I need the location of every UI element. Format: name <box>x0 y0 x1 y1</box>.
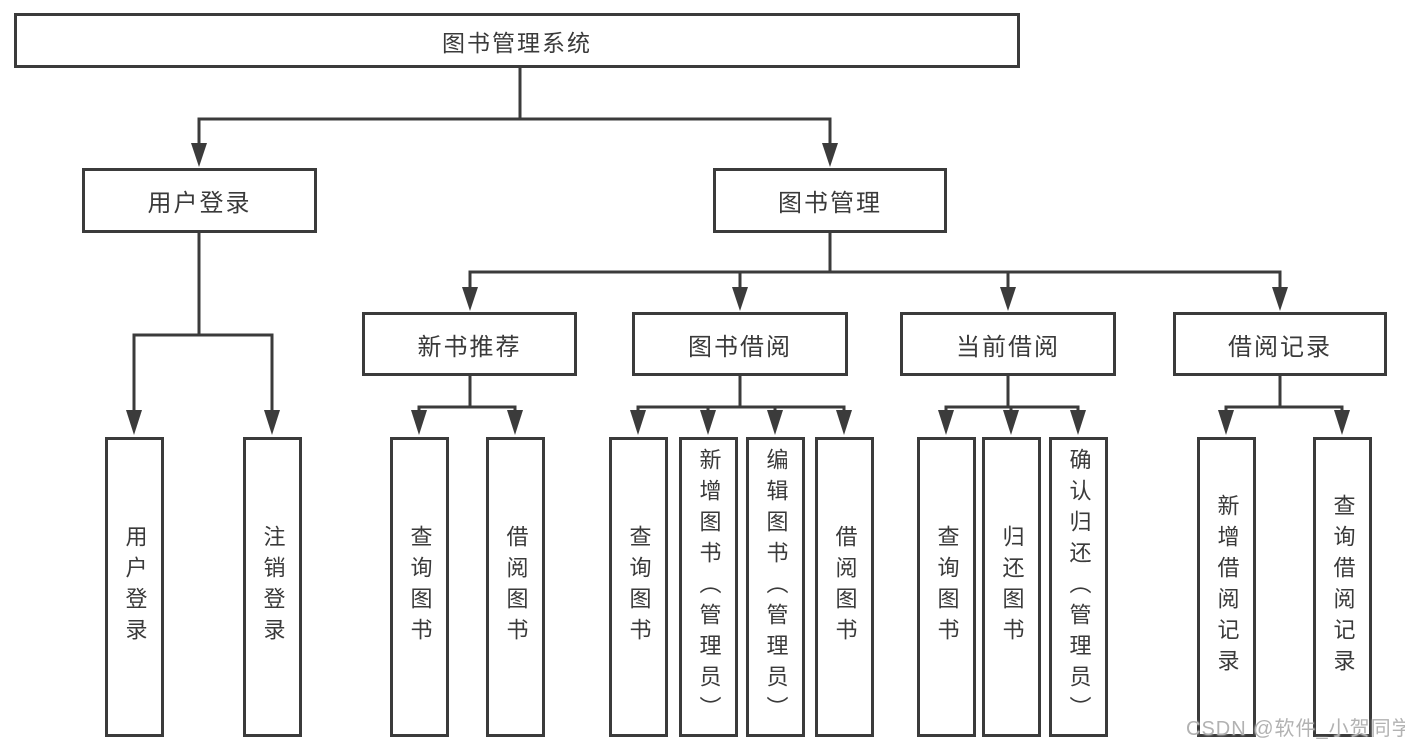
leaf-query-books-2: 查询图书 <box>609 437 668 737</box>
leaf-add-books-admin: 新增图书（管理员） <box>679 437 738 737</box>
node-root-label: 图书管理系统 <box>442 29 592 56</box>
leaf-logout: 注销登录 <box>243 437 302 737</box>
leaf-add-borrow-record-label: 新增借阅记录 <box>1214 494 1240 680</box>
node-new-book-recommend: 新书推荐 <box>362 312 577 376</box>
leaf-borrow-books-2: 借阅图书 <box>815 437 874 737</box>
leaf-query-borrow-record-label: 查询借阅记录 <box>1330 494 1356 680</box>
leaf-borrow-books-1-label: 借阅图书 <box>503 525 529 649</box>
connector-new-book-children <box>417 373 517 413</box>
leaf-logout-label: 注销登录 <box>260 525 286 649</box>
connector-book-borrowing-children <box>636 373 846 413</box>
node-book-management-label: 图书管理 <box>778 190 882 217</box>
node-borrow-records-label: 借阅记录 <box>1228 333 1332 361</box>
arrowheads <box>126 143 1350 435</box>
leaf-return-books-label: 归还图书 <box>999 525 1025 649</box>
leaf-add-books-admin-label: 新增图书（管理员） <box>696 447 722 727</box>
leaf-user-login-label: 用户登录 <box>122 525 148 649</box>
node-new-book-recommend-label: 新书推荐 <box>417 333 522 361</box>
leaf-query-books-2-label: 查询图书 <box>626 525 652 649</box>
node-user-login-label: 用户登录 <box>147 190 252 217</box>
leaf-borrow-books-2-label: 借阅图书 <box>832 525 858 649</box>
leaf-edit-books-admin-label: 编辑图书（管理员） <box>763 447 789 727</box>
leaf-add-borrow-record: 新增借阅记录 <box>1197 437 1256 737</box>
leaf-query-books-3: 查询图书 <box>917 437 976 737</box>
csdn-watermark: CSDN @软件_小贺同学 <box>1186 718 1405 740</box>
node-user-login: 用户登录 <box>82 168 317 233</box>
leaf-borrow-books-1: 借阅图书 <box>486 437 545 737</box>
connector-current-borrowing-children <box>944 373 1080 413</box>
leaf-confirm-return-admin-label: 确认归还（管理员） <box>1066 447 1092 727</box>
node-book-borrowing-label: 图书借阅 <box>688 333 792 361</box>
node-borrow-records: 借阅记录 <box>1173 312 1387 376</box>
connector-book-management-to-level3 <box>468 230 1282 291</box>
connector-borrow-records-children <box>1224 373 1344 413</box>
leaf-confirm-return-admin: 确认归还（管理员） <box>1049 437 1108 737</box>
leaf-query-books-1-label: 查询图书 <box>407 525 433 649</box>
node-root: 图书管理系统 <box>14 13 1020 68</box>
connector-user-login-children <box>132 230 274 413</box>
node-current-borrowing: 当前借阅 <box>900 312 1116 376</box>
leaf-return-books: 归还图书 <box>982 437 1041 737</box>
leaf-query-borrow-record: 查询借阅记录 <box>1313 437 1372 737</box>
node-book-borrowing: 图书借阅 <box>632 312 848 376</box>
leaf-query-books-3-label: 查询图书 <box>934 525 960 649</box>
node-book-management: 图书管理 <box>713 168 947 233</box>
node-current-borrowing-label: 当前借阅 <box>956 333 1060 361</box>
leaf-user-login: 用户登录 <box>105 437 164 737</box>
leaf-query-books-1: 查询图书 <box>390 437 449 737</box>
leaf-edit-books-admin: 编辑图书（管理员） <box>746 437 805 737</box>
connector-root-to-level2 <box>197 65 832 147</box>
